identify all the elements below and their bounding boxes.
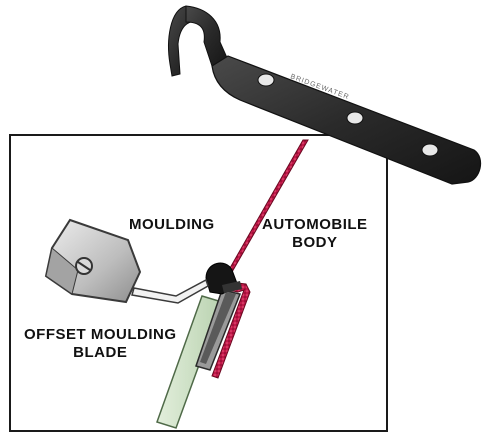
blade-label-line2: BLADE <box>73 344 128 361</box>
blade-label-line1: OFFSET MOULDING <box>24 326 177 343</box>
moulding-label: MOULDING <box>129 216 215 234</box>
offset-moulding-blade <box>44 218 209 304</box>
glass-channel <box>195 289 242 371</box>
automobile-body-label: AUTOMOBILE BODY <box>262 216 368 252</box>
automobile-body-label-line1: AUTOMOBILE <box>262 216 368 233</box>
automobile-body-label-line2: BODY <box>292 234 338 251</box>
moulding-label-text: MOULDING <box>129 216 215 233</box>
offset-moulding-blade-label: OFFSET MOULDING BLADE <box>24 326 177 362</box>
windshield-glass <box>156 295 223 429</box>
moulding <box>205 262 242 295</box>
